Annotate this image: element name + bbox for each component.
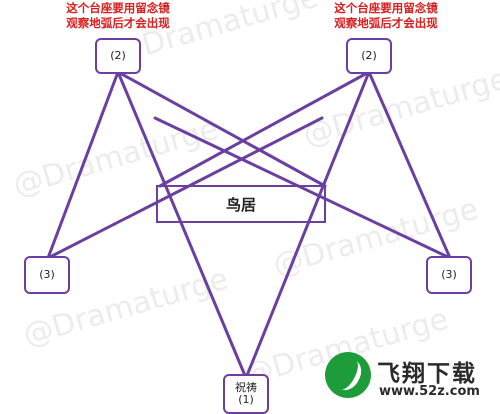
- pedestal-label: (3): [39, 268, 55, 281]
- annotation-line: 观察地弧后才会出现: [334, 16, 438, 30]
- connector-line: [116, 70, 327, 188]
- torii-label: 鸟居: [223, 193, 258, 215]
- pedestal-mid-right: (3): [426, 256, 472, 294]
- connector-line: [46, 70, 120, 260]
- annotation-right: 这个台座要用留念镜 观察地弧后才会出现: [306, 1, 466, 31]
- pedestal-mid-left: (3): [24, 256, 70, 294]
- logo-title: 飞翔下载: [377, 361, 477, 387]
- connector-line: [244, 70, 371, 380]
- pedestal-label: (2): [361, 49, 377, 62]
- pedestal-label: (2): [110, 49, 126, 62]
- pedestal-bottom: 祝祷 (1): [223, 374, 269, 414]
- connector-line: [158, 70, 371, 188]
- connector-line: [46, 116, 324, 260]
- pedestal-top-left: (2): [95, 38, 141, 74]
- annotation-line: 这个台座要用留念镜: [334, 1, 438, 15]
- annotation-left: 这个台座要用留念镜 观察地弧后才会出现: [38, 1, 198, 31]
- logo-url: www.52z.com: [379, 384, 480, 399]
- pedestal-top-right: (2): [346, 38, 392, 74]
- connector-line: [116, 70, 248, 380]
- pedestal-label: (1): [238, 393, 254, 406]
- torii-box: 鸟居: [156, 185, 326, 223]
- site-logo: 飞翔下载 www.52z.com: [325, 348, 495, 406]
- annotation-line: 这个台座要用留念镜: [66, 1, 170, 15]
- pedestal-label: 祝祷: [235, 381, 257, 394]
- connector-line: [367, 70, 452, 260]
- connector-line: [153, 116, 452, 260]
- logo-badge-icon: [325, 352, 371, 398]
- pedestal-label: (3): [441, 268, 457, 281]
- swoosh-icon: [330, 355, 367, 395]
- annotation-line: 观察地弧后才会出现: [66, 16, 170, 30]
